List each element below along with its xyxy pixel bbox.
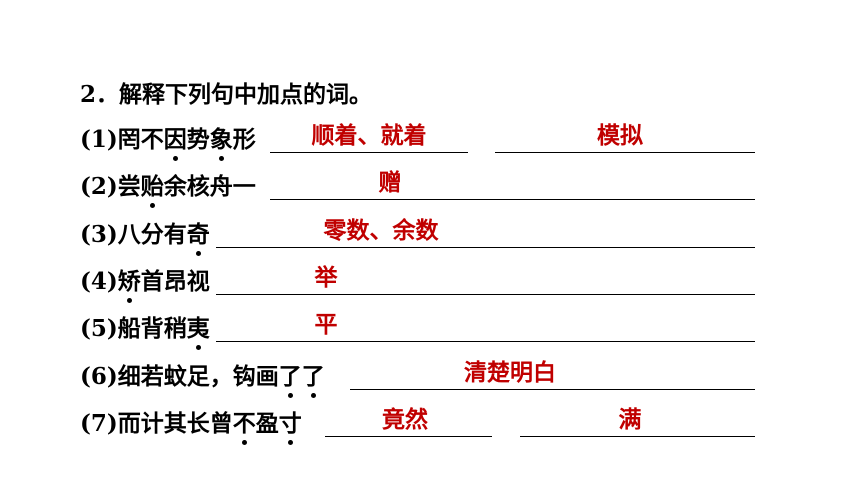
answer-7a: 竟然 <box>382 407 428 433</box>
emphasis-dot <box>126 298 132 303</box>
question-text-3: (3)八分有奇 <box>80 220 210 256</box>
question-sentence: 罔不因势象形 <box>118 126 256 161</box>
question-sentence: 而计其长曾不盈寸 <box>118 410 302 445</box>
answer-blank-6[interactable] <box>350 389 755 390</box>
answer-1a: 顺着、就着 <box>311 123 427 149</box>
question-text-2: (2)尝贻余核舟一 <box>80 172 256 208</box>
question-number: (5) <box>80 315 118 342</box>
question-number: (2) <box>80 173 118 200</box>
answer-blank-3[interactable] <box>216 247 755 248</box>
answer-blank-5[interactable] <box>216 341 755 342</box>
question-number: (6) <box>80 363 118 390</box>
question-sentence: 细若蚊足，钩画了了 <box>118 363 325 398</box>
question-text-5: (5)船背稍夷 <box>80 314 210 350</box>
answer-1b: 模拟 <box>597 123 643 149</box>
answer-blank-2[interactable] <box>270 199 755 200</box>
emphasis-dot <box>287 440 293 445</box>
answer-blank-7a[interactable] <box>325 436 492 437</box>
emphasis-dot <box>287 393 293 398</box>
question-number: (7) <box>80 410 118 437</box>
answer-4: 举 <box>314 265 338 291</box>
emphasis-dot <box>310 393 316 398</box>
question-sentence: 矫首昂视 <box>118 268 210 303</box>
answer-2: 赠 <box>378 170 402 196</box>
question-number: (1) <box>80 126 118 153</box>
answer-blank-1b[interactable] <box>495 152 755 153</box>
question-number: (3) <box>80 221 118 248</box>
emphasis-dot <box>195 251 201 256</box>
question-sentence: 尝贻余核舟一 <box>118 173 256 208</box>
answer-7b: 满 <box>618 407 642 433</box>
question-sentence: 船背稍夷 <box>118 315 210 350</box>
answer-6: 清楚明白 <box>464 360 556 386</box>
emphasis-dot <box>149 203 155 208</box>
emphasis-dot <box>218 156 224 161</box>
question-sentence: 八分有奇 <box>118 221 210 256</box>
emphasis-dot <box>195 345 201 350</box>
question-number: (4) <box>80 268 118 295</box>
question-text-7: (7)而计其长曾不盈寸 <box>80 409 302 445</box>
question-title: 2．解释下列句中加点的词。 <box>80 81 373 108</box>
answer-3: 零数、余数 <box>323 218 439 244</box>
emphasis-dot <box>241 440 247 445</box>
answer-blank-4[interactable] <box>216 294 755 295</box>
question-text-1: (1)罔不因势象形 <box>80 125 256 161</box>
question-text-6: (6)细若蚊足，钩画了了 <box>80 362 325 398</box>
answer-5: 平 <box>314 312 338 338</box>
question-text-4: (4)矫首昂视 <box>80 267 210 303</box>
emphasis-dot <box>172 156 178 161</box>
answer-blank-1a[interactable] <box>270 152 468 153</box>
answer-blank-7b[interactable] <box>520 436 755 437</box>
